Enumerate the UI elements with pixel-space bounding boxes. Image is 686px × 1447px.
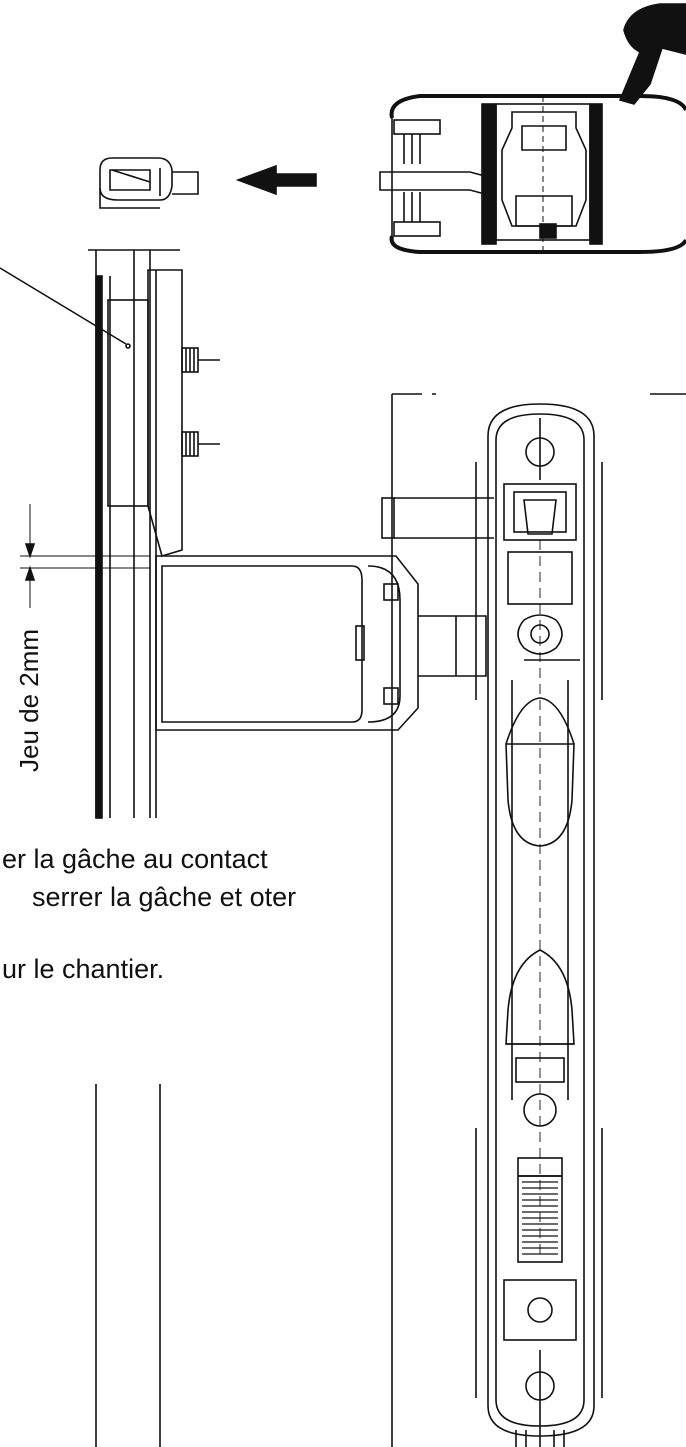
arrow-left-icon	[235, 164, 317, 196]
clip-profile	[99, 157, 199, 209]
stud-lower	[181, 431, 220, 457]
instruction-line-3: ur le chantier.	[2, 954, 165, 984]
strike-plate	[155, 555, 487, 731]
handle-icon	[618, 3, 686, 105]
handle-section	[379, 94, 686, 254]
frame-side-view	[0, 249, 487, 1447]
instruction-line-2: serrer la gâche et oter	[32, 882, 297, 912]
stud-upper	[181, 347, 220, 373]
dimension-label: Jeu de 2mm	[14, 628, 44, 772]
instruction-line-1: er la gâche au contact	[2, 844, 268, 874]
dimension-marker	[20, 504, 150, 608]
lock-body-front	[381, 393, 686, 1447]
